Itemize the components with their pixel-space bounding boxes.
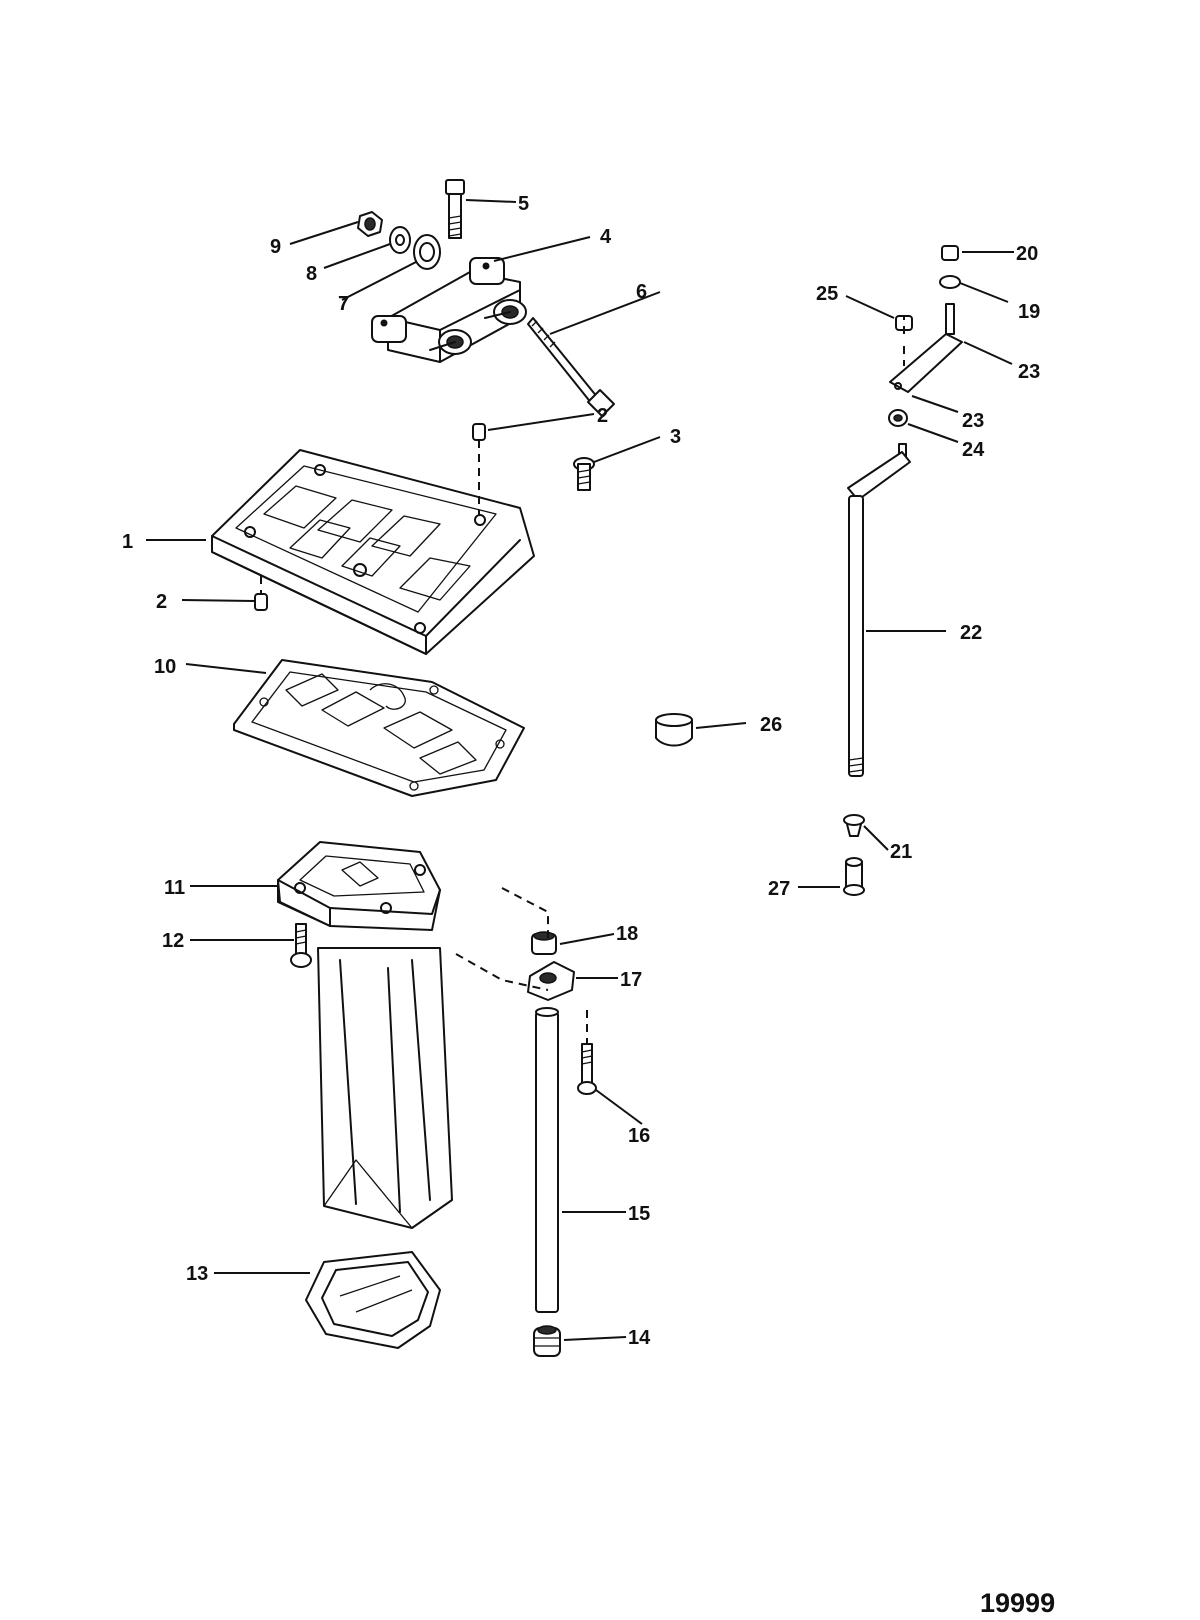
callout-23-lower: 23 [962,410,984,432]
figure-id: 19999 [980,1588,1055,1618]
part-gasket-10 [233,659,525,797]
callout-2-lower: 2 [156,591,167,613]
callout-labels: 1 2 2 3 4 5 6 7 8 9 10 11 12 13 14 15 16… [122,193,1040,1349]
part-bolt-16 [577,1043,597,1095]
part-driveshaft-housing-11 [277,841,453,1229]
part-washer-19 [939,275,961,289]
part-bracket-17 [527,961,575,1001]
callout-23-upper: 23 [1018,361,1040,383]
callout-5: 5 [518,193,529,215]
part-nut-20 [941,245,959,261]
part-adapter-plate-1 [211,449,535,655]
callout-19: 19 [1018,301,1040,323]
callout-14: 14 [628,1327,651,1349]
part-pipe-15 [535,1007,559,1313]
part-grommet-14 [533,1325,561,1357]
callout-2-upper: 2 [597,405,608,427]
callout-4: 4 [600,226,612,248]
part-dowel-pin-upper [472,423,486,441]
callout-20: 20 [1016,243,1038,265]
callout-26: 26 [760,714,782,736]
callout-12: 12 [162,930,184,952]
callout-24: 24 [962,439,985,461]
callout-9: 9 [270,236,281,258]
part-bolt-5 [445,179,465,239]
callout-21: 21 [890,841,912,863]
callout-22: 22 [960,622,982,644]
callout-1: 1 [122,531,133,553]
callout-25: 25 [816,283,838,305]
assembly-dashed-lines [260,316,905,1044]
part-bolt-3 [573,457,595,491]
part-long-bolt-6 [527,317,615,417]
callout-15: 15 [628,1203,650,1225]
part-adapter-block [371,257,527,363]
callout-10: 10 [154,656,176,678]
callout-8: 8 [306,263,317,285]
leader-lines [146,199,1014,1341]
part-bushing-24 [888,409,908,427]
callout-27: 27 [768,878,790,900]
callout-7: 7 [338,293,349,315]
callout-17: 17 [620,969,642,991]
part-bushing-21 [843,814,865,837]
part-washer-8 [389,226,411,254]
callout-11: 11 [164,877,185,899]
part-seal-13 [305,1251,441,1349]
part-cap-18 [531,931,557,955]
part-shift-rod-22 [847,443,911,777]
part-bolt-12 [290,923,312,968]
part-washer-7 [413,234,441,270]
part-dowel-pin-lower [254,593,268,611]
callout-16: 16 [628,1125,650,1147]
part-bushing-27 [843,857,865,896]
callout-6: 6 [636,281,647,303]
callout-13: 13 [186,1263,208,1285]
part-grommet-26 [655,713,693,747]
callout-18: 18 [616,923,638,945]
part-nut-9 [357,211,383,237]
callout-3: 3 [670,426,681,448]
part-lever-23 [889,303,963,393]
